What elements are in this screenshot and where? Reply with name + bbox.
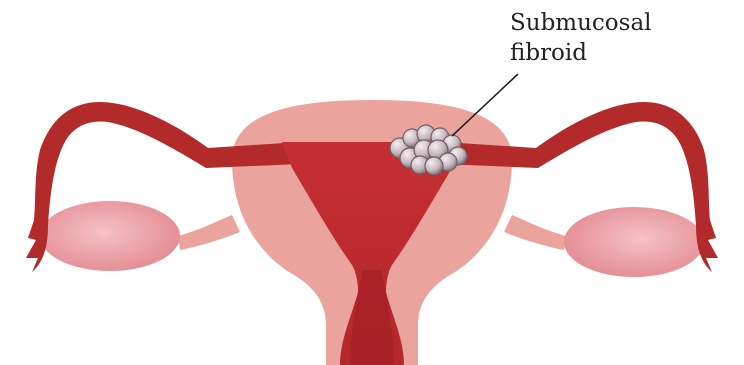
- fibroid-label: Submucosal fibroid: [510, 8, 652, 68]
- left-ovarian-ligament: [178, 215, 240, 250]
- fibroid-label-line-1: Submucosal: [510, 8, 652, 38]
- left-ovary: [40, 201, 180, 271]
- fibroid-label-line-2: fibroid: [510, 38, 652, 68]
- right-ovary: [564, 207, 704, 277]
- right-ovarian-ligament: [504, 215, 566, 250]
